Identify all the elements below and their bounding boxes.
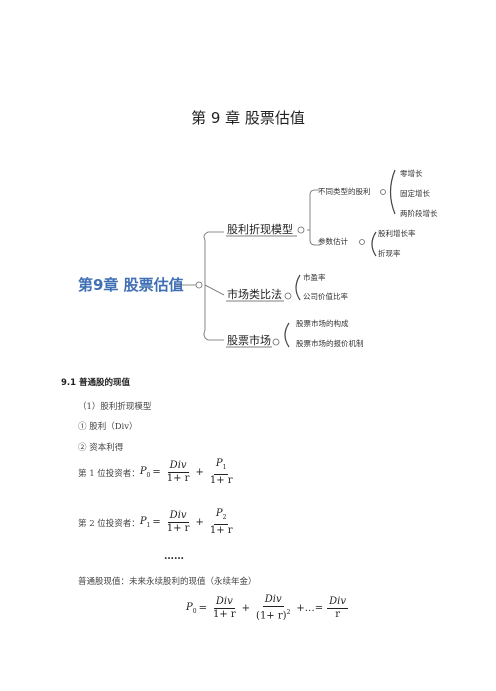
node-zero-growth[interactable]: 零增长 [400, 168, 423, 178]
pv-description: 普通股现值：未来永续股利的现值（永续年金） [78, 577, 257, 587]
branch-dividend-discount-model[interactable]: 股利折现模型 [227, 222, 293, 236]
branch-stock-market[interactable]: 股票市场 [227, 333, 271, 347]
ellipsis: …… [164, 551, 184, 562]
eq3-term2: Div(1+ r)2 [256, 594, 291, 622]
collapse-toggle-branch2[interactable] [284, 292, 292, 300]
node-two-stage-growth[interactable]: 两阶段增长 [400, 208, 438, 218]
node-discount-rate[interactable]: 折现率 [378, 248, 401, 258]
node-pe-ratio[interactable]: 市盈率 [303, 272, 326, 282]
eq3-lhs: P0 [186, 601, 197, 615]
subsection-label: （1）股利折现模型 [78, 402, 152, 412]
node-dividend-types[interactable]: 不同类型的股利 [318, 186, 371, 196]
list-item-dividend: ① 股利（Div） [78, 422, 138, 432]
page-title: 第 9 章 股票估值 [191, 109, 305, 127]
collapse-toggle-branch1[interactable] [297, 226, 305, 234]
eq1-lhs: P0 [139, 466, 151, 479]
node-quote-mechanism[interactable]: 股票市场的报价机制 [296, 338, 364, 348]
collapse-toggle-branch3[interactable] [272, 338, 280, 346]
section-heading: 9.1 普通股的现值 [61, 378, 131, 388]
mindmap-root: 第9章 股票估值 [78, 276, 184, 294]
collapse-toggle-root[interactable] [195, 281, 203, 289]
node-parameter-estimation[interactable]: 参数估计 [318, 236, 348, 246]
node-dividend-growth-rate[interactable]: 股利增长率 [378, 228, 416, 238]
node-market-structure[interactable]: 股票市场的构成 [296, 318, 349, 328]
mind-map: 第9章 股票估值 股利折现模型 不同类型的股利 零增长 固定增长 两阶段增长 参… [78, 168, 438, 348]
node-constant-growth[interactable]: 固定增长 [400, 188, 430, 198]
node-firm-value-ratio[interactable]: 公司价值比率 [303, 291, 348, 301]
branch-market-comparables[interactable]: 市场类比法 [227, 287, 282, 301]
list-item-capital-gain: ② 资本利得 [78, 443, 124, 453]
eq2-lhs: P1 [139, 516, 151, 529]
